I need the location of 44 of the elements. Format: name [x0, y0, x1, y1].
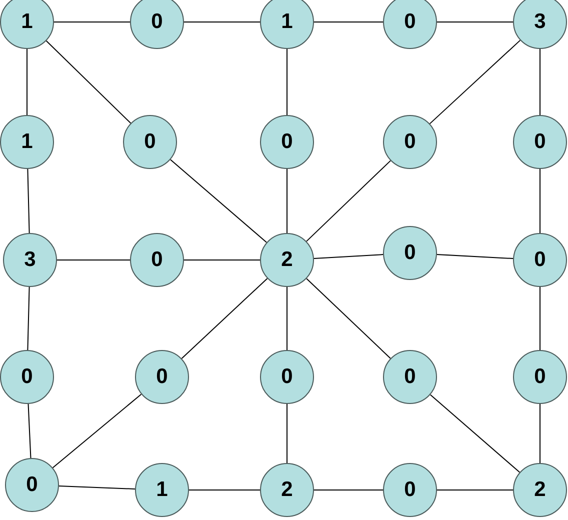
connector-line — [27, 286, 30, 350]
number-circle: 0 — [383, 0, 437, 49]
number-circle: 0 — [260, 115, 314, 169]
connector-line — [286, 286, 288, 350]
connector-line — [286, 48, 288, 116]
connector-line — [27, 168, 30, 234]
number-circle: 3 — [513, 0, 567, 49]
connector-line — [306, 278, 391, 359]
number-circle: 2 — [260, 233, 314, 287]
number-circle: 2 — [513, 463, 567, 517]
number-circle: 0 — [123, 115, 177, 169]
connector-line — [28, 403, 32, 459]
number-circle: 0 — [135, 350, 189, 404]
number-circle: 0 — [513, 233, 567, 287]
number-circle: 1 — [260, 0, 314, 49]
number-circle: 0 — [383, 226, 437, 280]
connector-line — [313, 254, 384, 259]
connector-line — [436, 254, 514, 260]
number-circle: 0 — [130, 233, 184, 287]
number-circle: 1 — [135, 463, 189, 517]
number-circle: 0 — [5, 458, 59, 512]
number-circle: 0 — [383, 463, 437, 517]
connector-line — [26, 48, 28, 116]
number-circle: 0 — [513, 350, 567, 404]
connector-line — [170, 159, 268, 243]
connector-line — [306, 160, 392, 242]
connector-line — [286, 404, 288, 464]
number-circle: 2 — [260, 463, 314, 517]
number-circle: 0 — [383, 350, 437, 404]
number-circle: 0 — [0, 350, 54, 404]
number-circle: 0 — [513, 115, 567, 169]
number-circle: 0 — [260, 350, 314, 404]
number-circle: 0 — [383, 115, 437, 169]
connector-line — [52, 394, 142, 468]
connector-line — [429, 40, 521, 124]
number-circle: 3 — [3, 233, 57, 287]
number-circle: 1 — [0, 0, 54, 49]
connector-line — [430, 394, 520, 473]
connector-line — [181, 278, 268, 360]
connector-line — [58, 486, 136, 490]
number-circle: 0 — [130, 0, 184, 49]
connector-line — [46, 40, 132, 124]
number-circle: 1 — [0, 115, 54, 169]
connector-line — [286, 168, 288, 234]
